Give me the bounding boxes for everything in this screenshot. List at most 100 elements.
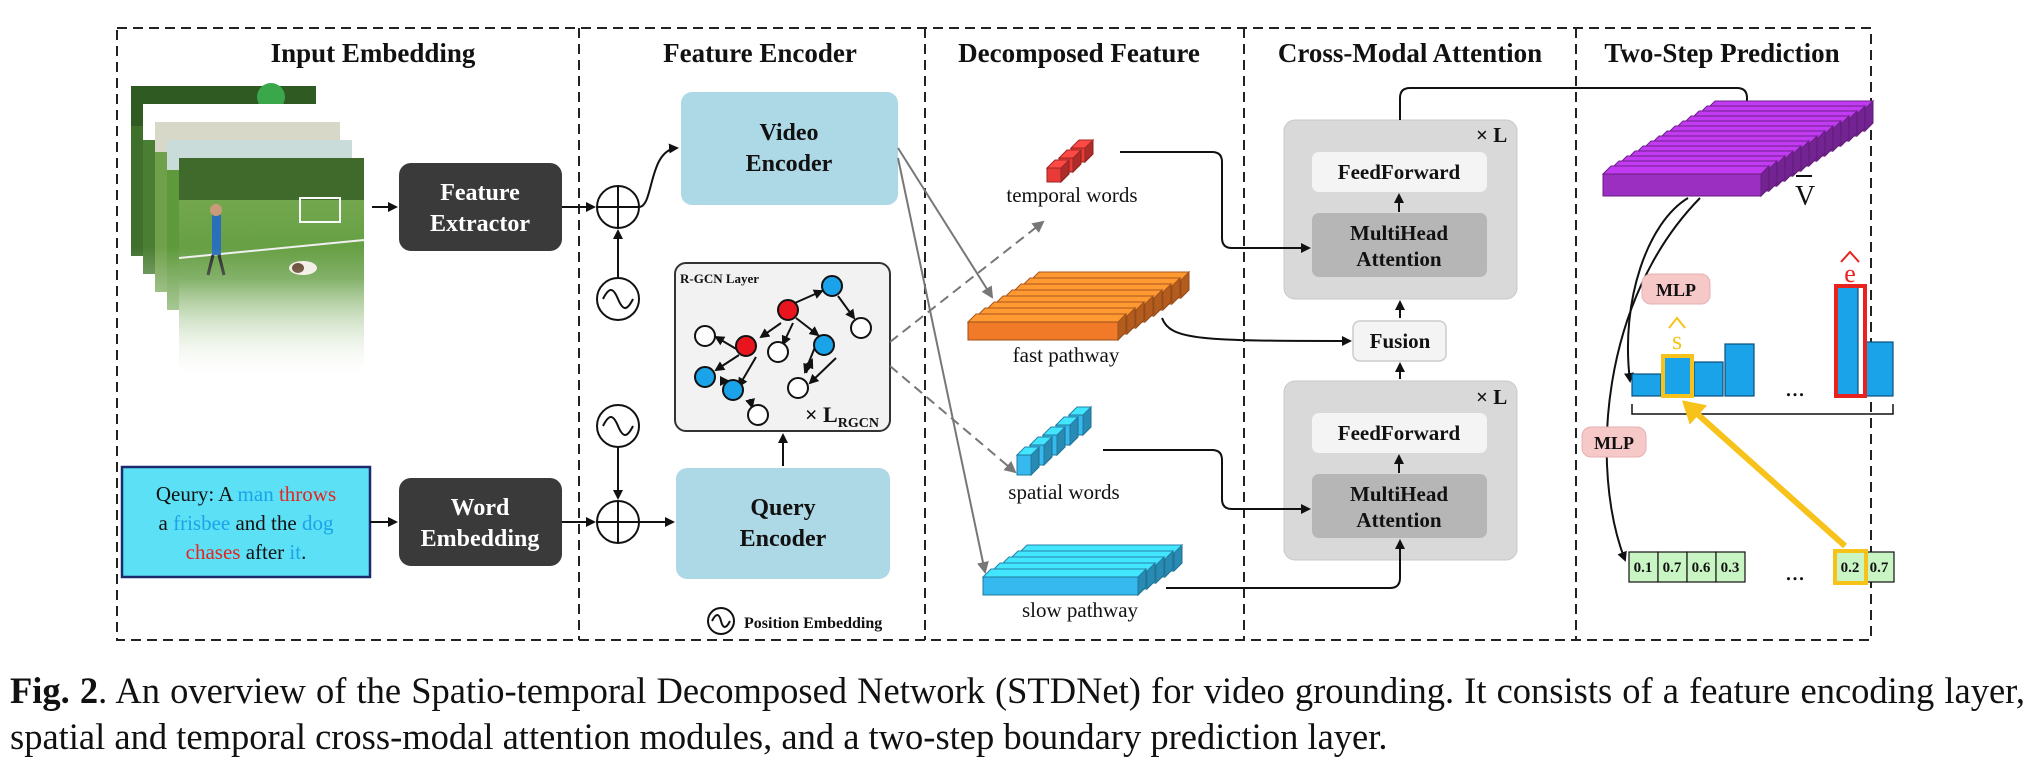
video-encoder-block: Video Encoder	[681, 92, 898, 205]
v-bar-label: V	[1795, 175, 1815, 212]
graph-node	[694, 325, 716, 347]
position-embedding-icon	[596, 277, 640, 321]
video-encoder-label-2: Encoder	[746, 151, 833, 177]
query-word: Qeury: A	[156, 482, 238, 506]
feature-extractor-label-1: Feature	[440, 180, 520, 206]
distribution-bar	[1693, 361, 1724, 397]
score-value: 0.7	[1663, 560, 1682, 576]
position-embedding-label: Position Embedding	[744, 615, 882, 632]
graph-node	[747, 404, 769, 426]
feature-extractor-label-2: Extractor	[430, 211, 530, 237]
multihead-label-2: Attention	[1356, 508, 1441, 532]
word-embedding-label-1: Word	[451, 495, 510, 521]
spatial-words-feature	[1015, 405, 1093, 477]
bar-bracket	[1631, 404, 1894, 415]
position-embedding-legend: Position Embedding	[707, 607, 882, 635]
repeat-l-label: × L	[1476, 123, 1507, 147]
query-encoder-label-2: Encoder	[740, 526, 827, 552]
boundary-distribution-bars	[1631, 285, 1894, 397]
fast-pathway-feature	[966, 270, 1191, 342]
distribution-bar	[1724, 343, 1755, 397]
word-embedding-block: Word Embedding	[399, 478, 562, 566]
input-arrows	[370, 202, 596, 527]
add-circle-query	[596, 500, 640, 544]
query-text-line-3: chases after it.	[186, 540, 307, 564]
distribution-bar	[1865, 341, 1894, 397]
feedforward-label: FeedForward	[1338, 421, 1461, 445]
feature-bar	[967, 321, 1119, 341]
graph-node	[777, 299, 799, 321]
query-word: and the	[230, 511, 302, 535]
score-value: 0.3	[1721, 560, 1740, 576]
section-title-input-embedding: Input Embedding	[271, 38, 476, 68]
feature-bar-top	[981, 568, 1148, 578]
prediction-curves	[1605, 197, 1701, 562]
position-embedding-icon	[596, 404, 640, 448]
section-title-decomposed-feature: Decomposed Feature	[958, 38, 1200, 68]
video-encoder-label-1: Video	[759, 120, 818, 146]
svg-text:V: V	[1795, 181, 1815, 212]
rgcn-layer-block: R-GCN Layer × LRGCN	[674, 262, 891, 432]
query-encoder-block: Query Encoder	[676, 468, 890, 579]
multihead-label-1: MultiHead	[1350, 482, 1448, 506]
svg-text:s: s	[1672, 326, 1682, 355]
selected-score-highlight	[1833, 549, 1868, 585]
rgcn-edges	[714, 289, 856, 409]
graph-node	[767, 341, 789, 363]
e-hat-label: e	[1840, 250, 1860, 288]
slow-pathway-label: slow pathway	[1022, 598, 1139, 622]
word-embedding-label-2: Embedding	[421, 526, 540, 552]
feature-bar	[982, 576, 1139, 596]
caption-text: . An overview of the Spatio-temporal Dec…	[10, 670, 2025, 757]
graph-node	[694, 366, 716, 388]
rgcn-repeat-label: × LRGCN	[805, 402, 879, 431]
fusion-label: Fusion	[1370, 329, 1431, 353]
feature-bar	[1046, 167, 1062, 183]
attention-flow-lines	[1103, 87, 1752, 589]
mlp-badge: MLP	[1641, 273, 1711, 305]
graph-node	[813, 334, 835, 356]
s-hat-highlight	[1661, 354, 1694, 398]
distribution-bar	[1631, 373, 1662, 397]
query-text-line-1: Qeury: A man throws	[156, 482, 336, 506]
multihead-label-1: MultiHead	[1350, 221, 1448, 245]
encoder-to-feature-arrows	[897, 147, 994, 574]
section-title-feature-encoder: Feature Encoder	[663, 38, 857, 68]
query-word: .	[301, 540, 306, 564]
svg-text:MLP: MLP	[1594, 433, 1634, 453]
query-word: chases	[186, 540, 241, 564]
fast-pathway-label: fast pathway	[1013, 343, 1120, 367]
feedforward-label: FeedForward	[1338, 160, 1461, 184]
section-title-two-step-prediction: Two-Step Prediction	[1604, 38, 1839, 68]
slow-pathway-feature	[981, 543, 1184, 597]
svg-text:e: e	[1844, 259, 1856, 288]
feature-bar	[1602, 173, 1762, 197]
selected-score-value: 0.2	[1841, 560, 1860, 576]
query-word: a	[159, 511, 174, 535]
svg-text:MLP: MLP	[1656, 280, 1696, 300]
score-cells: 0.1 0.7 0.6 0.3 ... 0.2 0.7	[1628, 549, 1895, 586]
attention-block-spatial: × L FeedForward MultiHead Attention	[1283, 380, 1518, 561]
repeat-l-label: × L	[1476, 385, 1507, 409]
e-hat-highlight	[1834, 284, 1867, 398]
feature-bar-top	[1601, 165, 1771, 175]
ellipsis: ...	[1785, 373, 1805, 402]
distribution-bar	[1835, 285, 1859, 397]
figure-caption: Fig. 2. An overview of the Spatio-tempor…	[10, 668, 2025, 760]
multihead-label-2: Attention	[1356, 247, 1441, 271]
figure-label: Fig. 2	[10, 670, 99, 711]
temporal-words-feature	[1045, 138, 1095, 184]
s-hat-label: s	[1668, 316, 1686, 355]
feature-bar	[1016, 454, 1032, 476]
fusion-block: Fusion	[1352, 320, 1447, 362]
query-word: frisbee	[173, 511, 230, 535]
feature-bar-top	[966, 313, 1128, 323]
query-box: Qeury: A man throws a frisbee and the do…	[120, 465, 372, 579]
query-word: throws	[274, 482, 336, 506]
query-word: after	[240, 540, 289, 564]
distribution-bar	[1662, 355, 1693, 397]
graph-node	[787, 377, 809, 399]
rgcn-to-feature-arrows	[889, 220, 1045, 474]
graph-node	[722, 379, 744, 401]
query-word: it	[289, 540, 301, 564]
